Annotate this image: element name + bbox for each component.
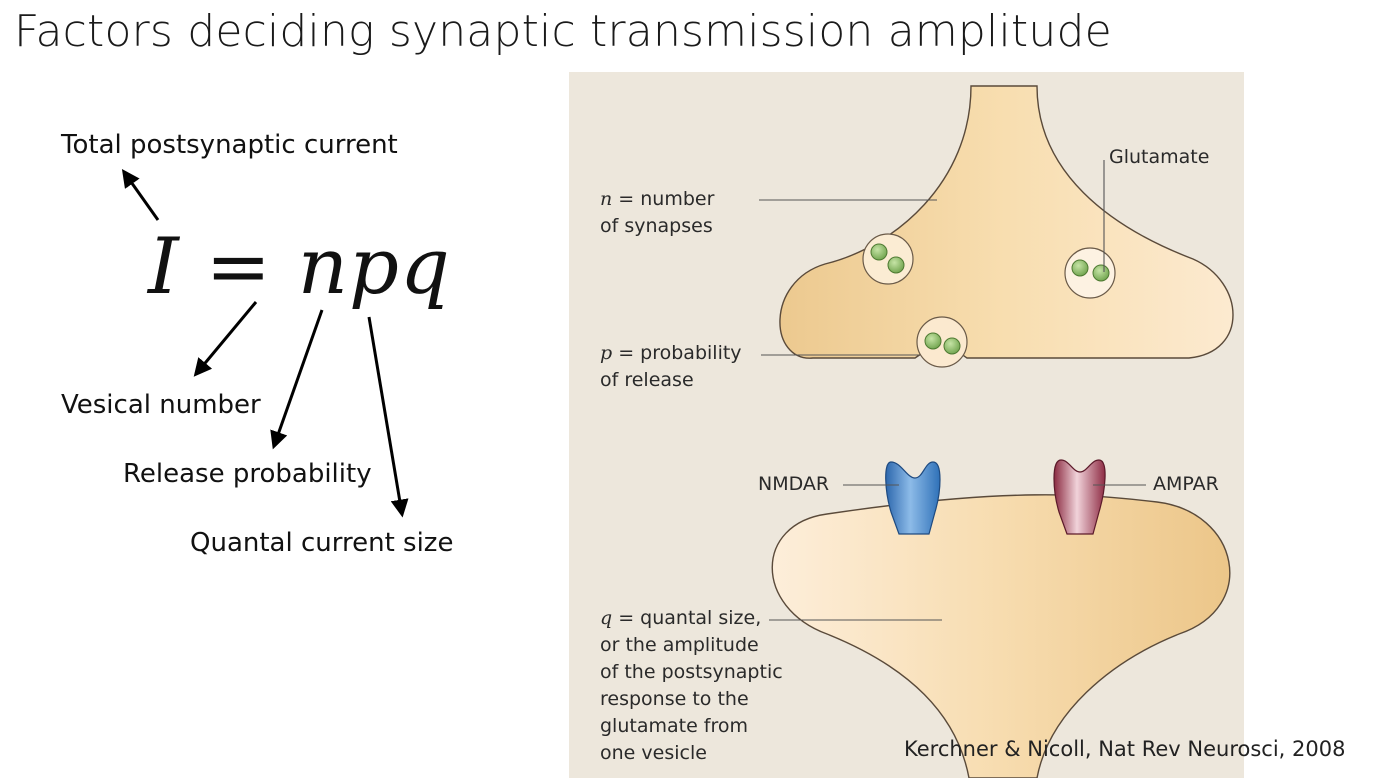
q-text-5: glutamate from: [600, 715, 749, 737]
glutamate-label: Glutamate: [1109, 146, 1210, 168]
q-text-1: = quantal size,: [612, 607, 762, 629]
nmdar-label: NMDAR: [758, 473, 830, 495]
n-text-1: = number: [612, 188, 715, 210]
p-label: p = probability of release: [600, 340, 742, 394]
vesical-number-label: Vesical number: [61, 390, 261, 420]
quantal-size-label: Quantal current size: [190, 528, 454, 558]
q-text-2: or the amplitude: [600, 634, 759, 656]
postsynaptic-terminal: [771, 494, 1231, 778]
q-text-6: one vesicle: [600, 742, 707, 764]
total-current-label: Total postsynaptic current: [61, 130, 398, 160]
n-var: n: [600, 188, 613, 210]
ampar-label: AMPAR: [1153, 473, 1219, 495]
arrow-n: [193, 301, 258, 377]
n-text-2: of synapses: [600, 215, 713, 237]
q-text-4: response to the: [600, 688, 749, 710]
nmdar-receptor: [885, 461, 941, 535]
vesicle-group-right: [1064, 247, 1116, 299]
arrow-p: [270, 309, 324, 450]
arrow-total: [121, 169, 160, 221]
release-probability-label: Release probability: [123, 459, 372, 489]
ampar-receptor: [1053, 459, 1106, 535]
vesicle-group-left: [862, 233, 914, 285]
p-var: p: [600, 342, 613, 364]
arrow-q: [367, 316, 409, 518]
q-label: q = quantal size, or the amplitude of th…: [600, 605, 783, 767]
page-title: Factors deciding synaptic transmission a…: [14, 6, 1112, 57]
p-text-1: = probability: [612, 342, 742, 364]
equation: I = npq: [148, 222, 451, 312]
vesicle-group-release: [916, 316, 968, 368]
synapse-figure: n = number of synapses Glutamate p = pro…: [569, 72, 1244, 778]
q-var: q: [600, 607, 613, 629]
equation-arrows: [121, 169, 409, 518]
q-text-3: of the postsynaptic: [600, 661, 783, 683]
citation: Kerchner & Nicoll, Nat Rev Neurosci, 200…: [904, 737, 1346, 761]
presynaptic-terminal: [779, 85, 1234, 359]
synapse-illustration: [759, 85, 1234, 778]
p-text-2: of release: [600, 369, 694, 391]
n-label: n = number of synapses: [600, 186, 714, 240]
